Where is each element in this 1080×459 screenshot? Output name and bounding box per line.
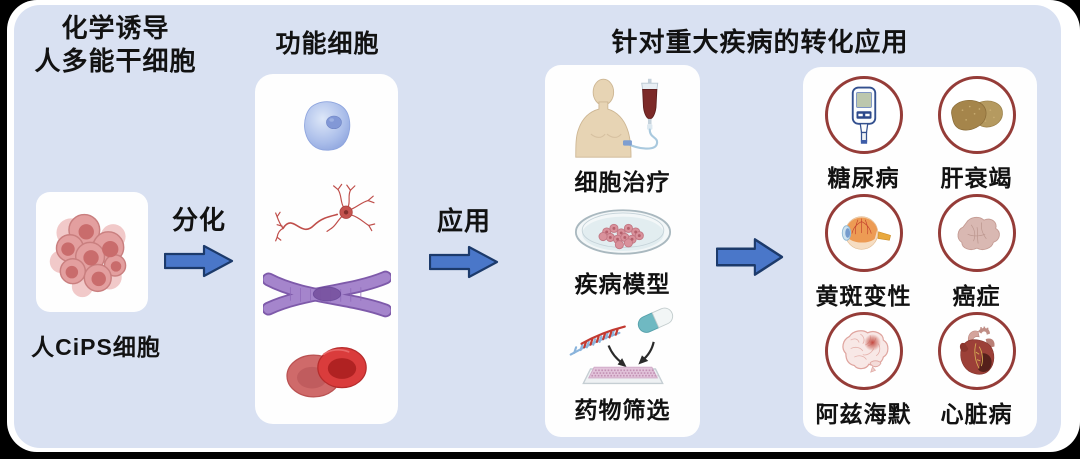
eye-icon	[841, 215, 891, 250]
source-title: 化学诱导 人多能干细胞	[18, 12, 213, 78]
application-label: 应用	[436, 206, 491, 236]
right-arrow-icon	[429, 245, 499, 279]
application-label-cell-therapy: 细胞治疗	[574, 168, 671, 195]
disease-item-diabetes: 糖尿病	[824, 75, 903, 193]
diseases-box: 糖尿病 肝衰竭 黄斑变性	[803, 67, 1037, 437]
source-title-line1: 化学诱导	[61, 13, 170, 43]
disease-label-diabetes: 糖尿病	[827, 164, 900, 191]
epithelial-cell-icon	[303, 101, 350, 151]
disease-label-alzheimers: 阿兹海默	[815, 400, 912, 427]
disease-circle	[937, 311, 1016, 390]
application-item-drug-screening: 药物筛选	[567, 304, 679, 425]
disease-label-liver-failure: 肝衰竭	[940, 164, 1013, 191]
disease-label-macular-degeneration: 黄斑变性	[815, 282, 912, 309]
applications-box: 细胞治疗 疾病模型	[545, 65, 700, 437]
cips-cell-label: 人CiPS细胞	[31, 334, 161, 360]
heart-icon	[959, 326, 995, 375]
application-label-disease-model: 疾病模型	[574, 270, 671, 297]
right-arrow-icon	[164, 244, 234, 278]
petri-dish-culture-icon	[574, 208, 671, 255]
tumor-icon	[957, 216, 1000, 250]
red-blood-cells-icon	[285, 346, 367, 398]
differentiation-arrow-group: 分化	[160, 200, 238, 278]
cips-cell-box	[36, 192, 148, 312]
dna-pill-well-plate-icon	[569, 307, 673, 385]
stem-cell-colony-icon	[49, 213, 127, 298]
disease-label-cancer: 癌症	[952, 282, 1001, 309]
functional-cells-title: 功能细胞	[275, 30, 380, 58]
disease-label-heart-disease: 心脏病	[940, 400, 1013, 427]
disease-item-macular-degeneration: 黄斑变性	[815, 193, 912, 311]
application-item-disease-model: 疾病模型	[572, 203, 674, 299]
source-title-line2: 人多能干细胞	[34, 46, 197, 76]
disease-item-cancer: 癌症	[937, 193, 1016, 311]
disease-item-liver-failure: 肝衰竭	[937, 75, 1016, 193]
disease-item-alzheimers: 阿兹海默	[815, 311, 912, 429]
disease-circle	[937, 193, 1016, 272]
neuron-icon	[274, 184, 375, 242]
application-item-cell-therapy: 细胞治疗	[573, 77, 673, 197]
disease-circle	[824, 193, 903, 272]
functional-cells-box	[255, 74, 398, 424]
right-arrow-icon	[716, 238, 784, 276]
liver-icon	[950, 99, 1003, 130]
disease-item-heart-disease: 心脏病	[937, 311, 1016, 429]
patient-iv-infusion-icon	[574, 78, 658, 158]
disease-circle	[937, 75, 1016, 154]
differentiation-label: 分化	[171, 205, 226, 235]
disease-circle	[824, 311, 903, 390]
muscle-cell-icon	[262, 270, 391, 317]
applications-title: 针对重大疾病的转化应用	[611, 27, 909, 57]
application-arrow-group: 应用	[426, 201, 502, 279]
application-label-drug-screening: 药物筛选	[574, 397, 671, 424]
disease-circle	[824, 75, 903, 154]
brain-icon	[841, 329, 889, 373]
glucose-meter-icon	[851, 86, 876, 144]
